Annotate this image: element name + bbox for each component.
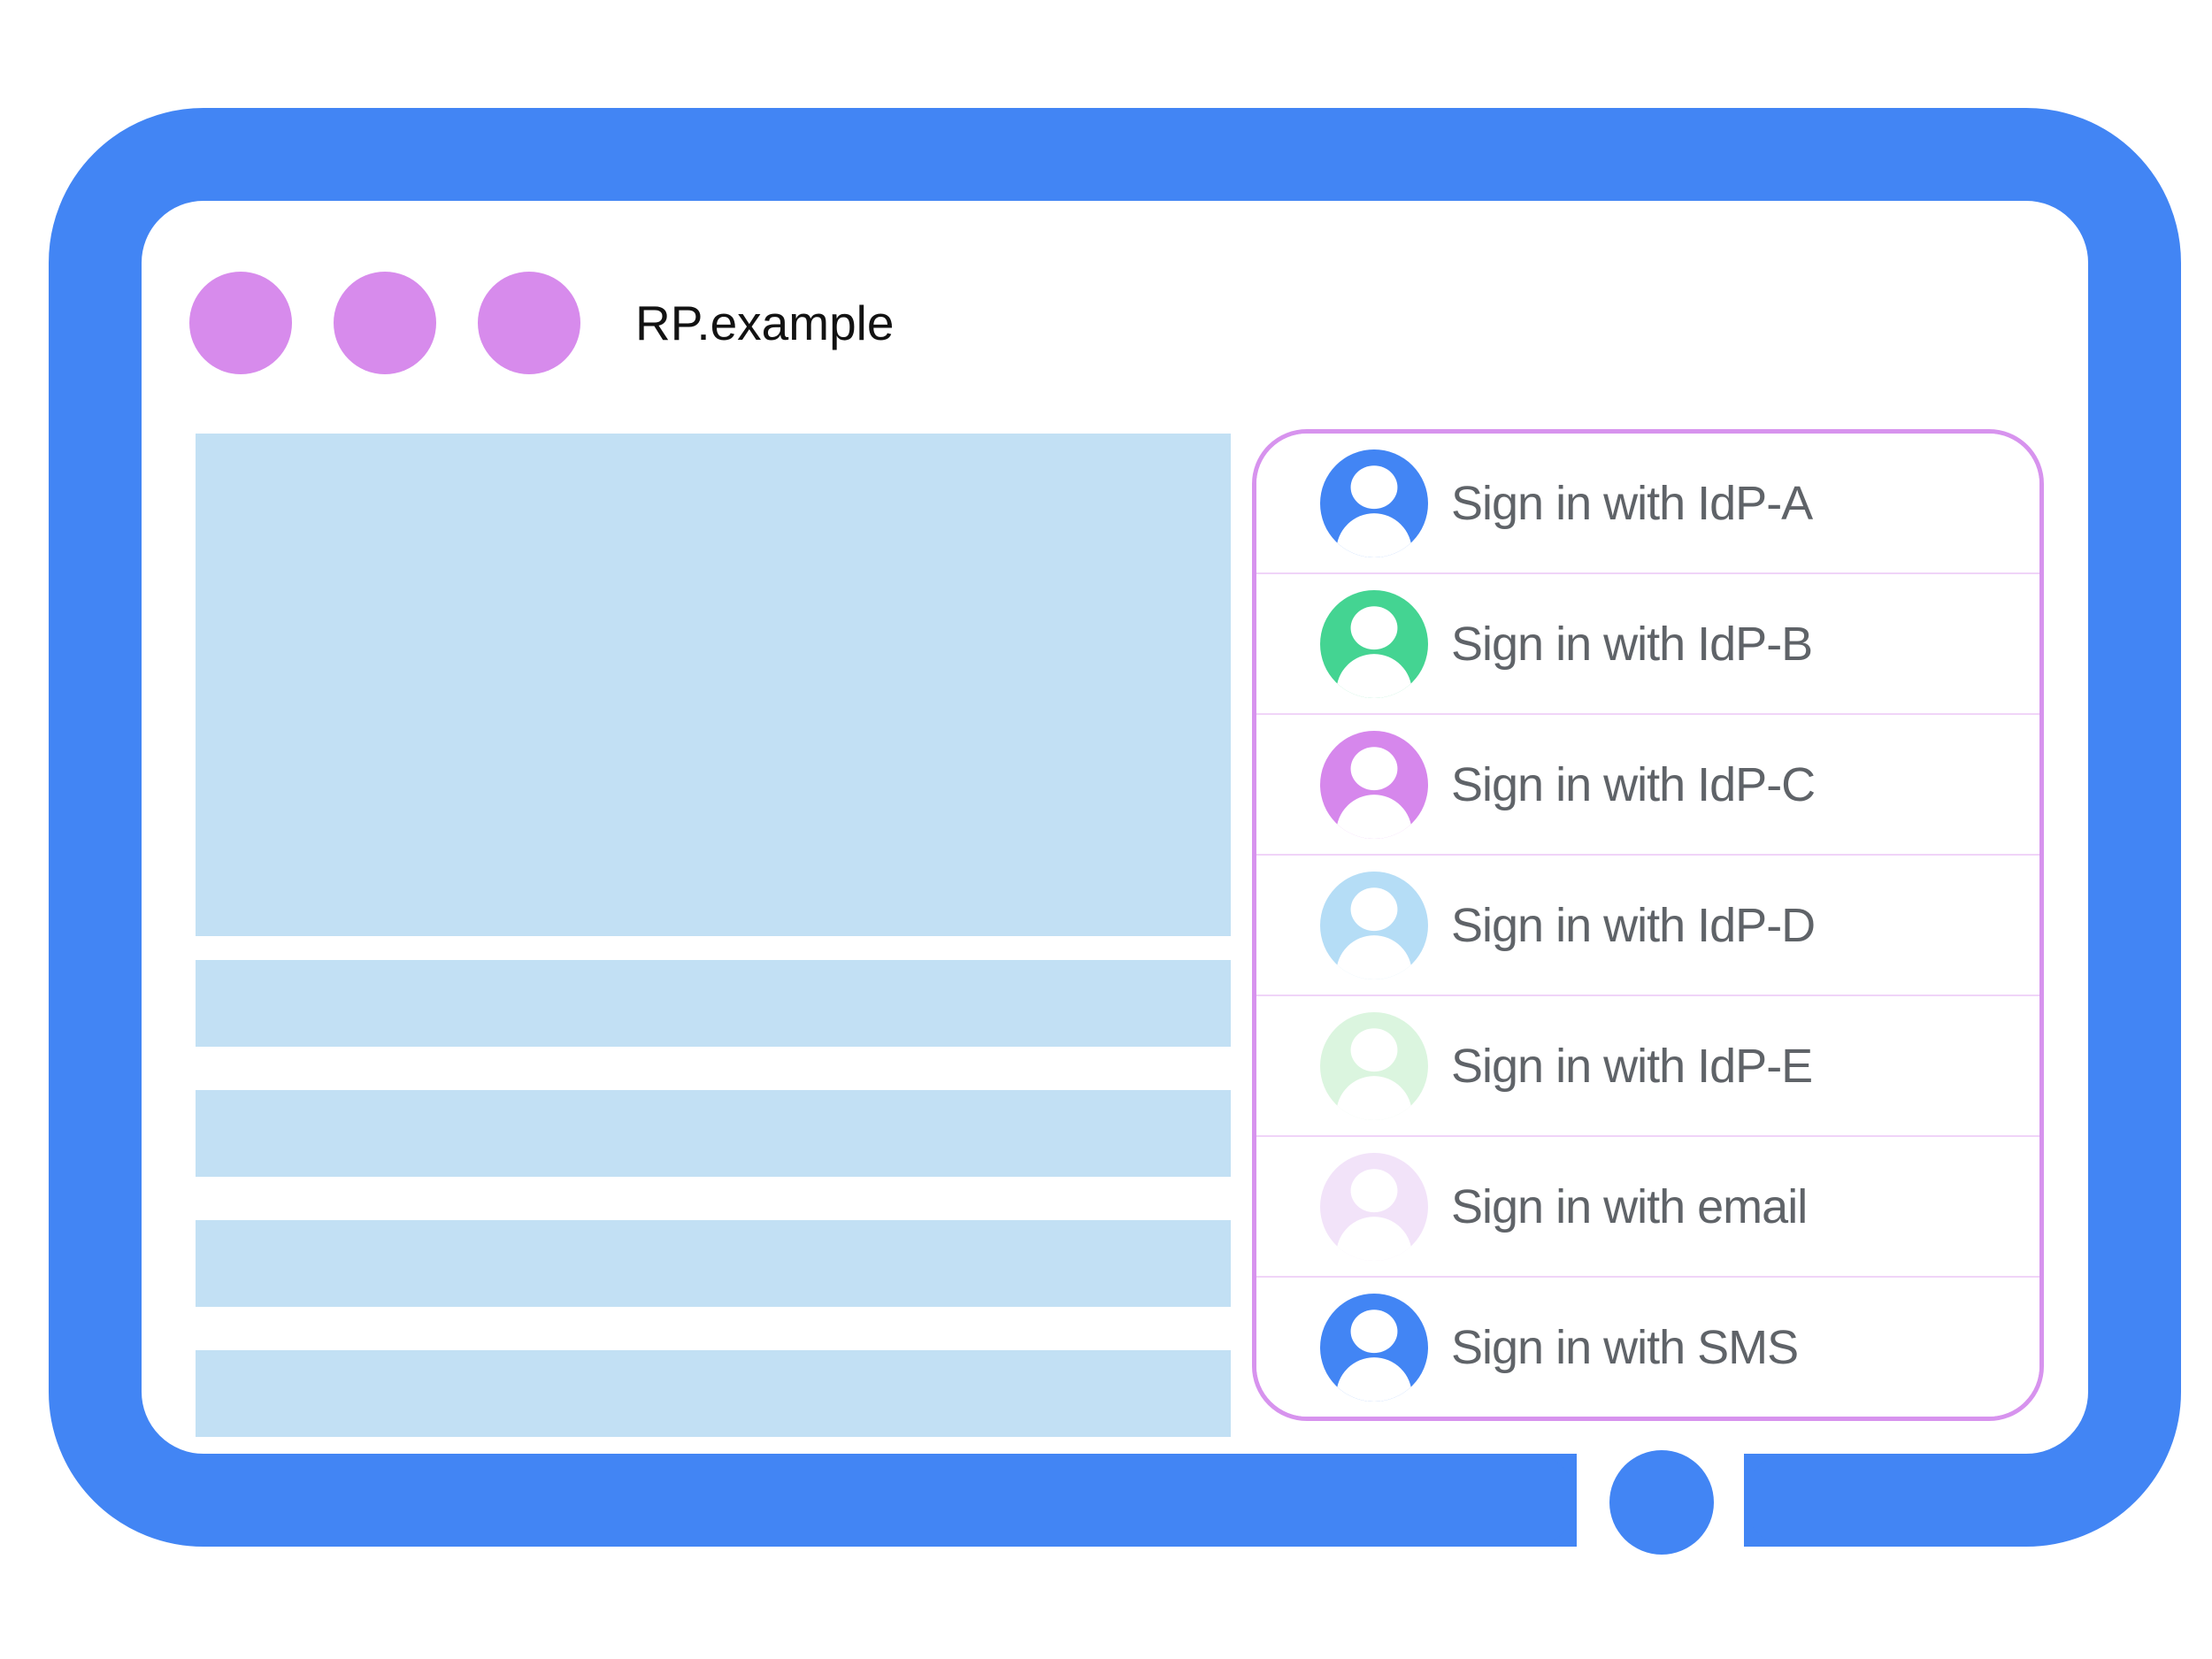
window-control-dot-icon — [478, 272, 580, 374]
person-avatar-icon — [1320, 1011, 1428, 1120]
content-placeholder-line — [196, 1350, 1231, 1437]
person-avatar-icon — [1320, 730, 1428, 839]
person-avatar-icon — [1320, 1152, 1428, 1261]
person-avatar-icon — [1320, 1293, 1428, 1402]
signin-button-label: Sign in with SMS — [1451, 1320, 1799, 1374]
signin-button-label: Sign in with email — [1451, 1179, 1808, 1233]
signin-button-label: Sign in with IdP-D — [1451, 898, 1816, 952]
window-control-dot-icon — [189, 272, 292, 374]
person-avatar-icon — [1320, 589, 1428, 698]
frame-bottom-right-cap — [1744, 1454, 1832, 1547]
window-controls — [189, 272, 580, 374]
content-placeholder-line — [196, 1090, 1231, 1177]
signin-panel: Sign in with IdP-A Sign in with IdP-B Si… — [1252, 429, 2044, 1421]
signin-button-idp-c[interactable]: Sign in with IdP-C — [1256, 715, 2039, 856]
frame-bottom-left-cap — [1488, 1454, 1577, 1547]
site-title: RP.example — [635, 296, 895, 350]
signin-button-sms[interactable]: Sign in with SMS — [1256, 1278, 2039, 1417]
signin-button-idp-d[interactable]: Sign in with IdP-D — [1256, 856, 2039, 996]
content-placeholder-hero — [196, 434, 1231, 936]
home-button-dot — [1609, 1450, 1714, 1555]
signin-button-idp-a[interactable]: Sign in with IdP-A — [1256, 434, 2039, 574]
person-avatar-icon — [1320, 449, 1428, 557]
signin-button-label: Sign in with IdP-A — [1451, 476, 1813, 530]
person-avatar-icon — [1320, 871, 1428, 979]
window-control-dot-icon — [334, 272, 436, 374]
content-placeholder-line — [196, 1220, 1231, 1307]
signin-button-idp-b[interactable]: Sign in with IdP-B — [1256, 574, 2039, 715]
signin-button-email[interactable]: Sign in with email — [1256, 1137, 2039, 1278]
signin-button-label: Sign in with IdP-C — [1451, 757, 1816, 811]
content-placeholder-line — [196, 960, 1231, 1047]
signin-button-label: Sign in with IdP-B — [1451, 617, 1813, 671]
signin-button-label: Sign in with IdP-E — [1451, 1039, 1813, 1093]
signin-button-idp-e[interactable]: Sign in with IdP-E — [1256, 996, 2039, 1137]
